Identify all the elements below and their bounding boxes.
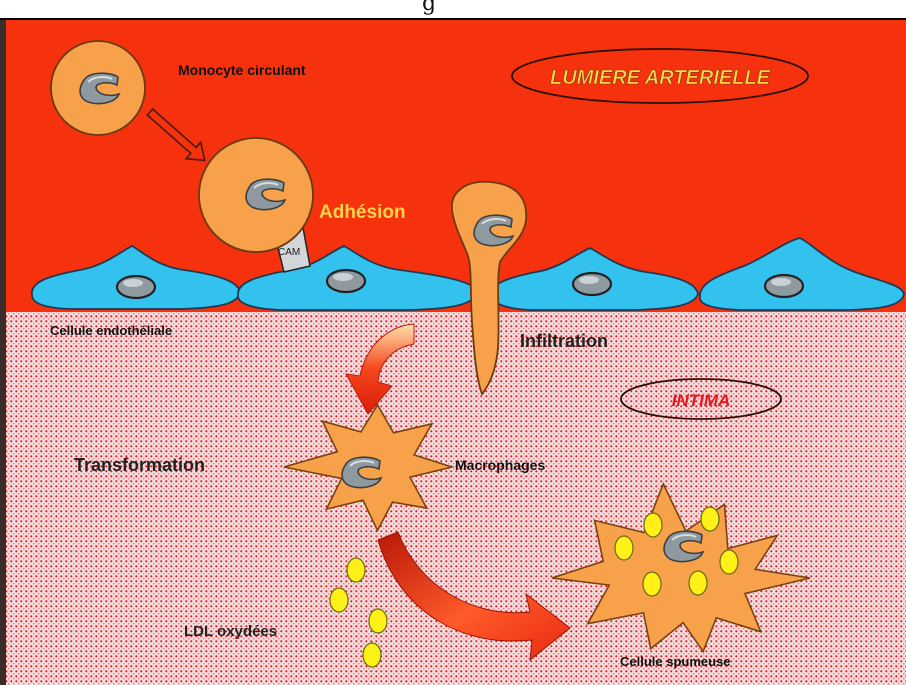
ldl-label: LDL oxydées [184,623,277,640]
macrophages-label: Macrophages [455,457,545,473]
transformation-label: Transformation [74,455,205,475]
left-border [0,20,6,685]
adhering-monocyte [199,138,313,252]
foam-cell-label: Cellule spumeuse [620,654,731,669]
intima-label: INTIMA [672,391,731,410]
header-text-fragment: g [422,0,436,16]
nucleus-highlight [123,279,143,287]
lumen-label-badge: LUMIERE ARTERIELLE [512,49,808,103]
page-header-strip: g [0,0,906,20]
endothelial-cell-label: Cellule endothéliale [50,323,172,338]
circulating-monocyte [51,41,145,135]
nucleus-highlight [579,276,599,284]
nucleus-highlight [771,278,791,286]
adhesion-label: Adhésion [319,202,406,223]
cam-label: CAM [278,247,300,258]
monocyte-label: Monocyte circulant [178,62,306,78]
nucleus-highlight [333,273,353,281]
atherosclerosis-diagram: CAM [0,20,906,685]
infiltration-label: Infiltration [520,331,608,351]
lumen-label: LUMIERE ARTERIELLE [550,67,771,89]
